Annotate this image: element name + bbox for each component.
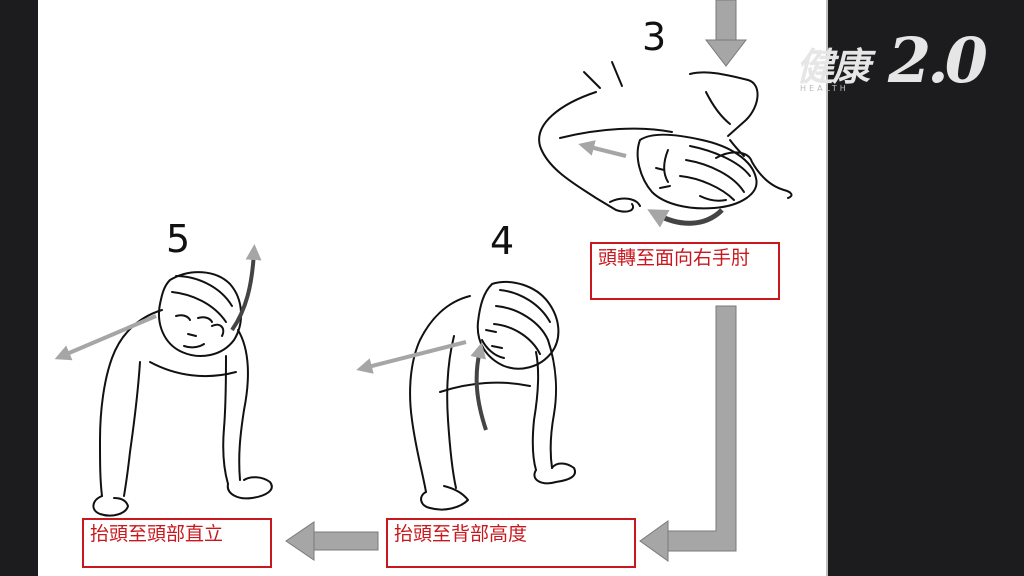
brand-logo: 健康 2.0 HEALTH	[796, 24, 1012, 108]
step-4-caption: 抬頭至背部高度	[386, 518, 636, 568]
motion-arrow-4	[356, 340, 467, 374]
rotation-arrow-4	[470, 342, 488, 431]
rotation-arrow-3	[647, 208, 724, 228]
rotation-arrow-5	[230, 244, 262, 332]
logo-chinese-text: 健康	[796, 44, 870, 89]
flow-arrow-elbow	[639, 305, 737, 562]
logo-subtitle: HEALTH	[800, 84, 849, 93]
step-3-number: 3	[642, 15, 667, 59]
step-5-caption: 抬頭至頭部直立	[82, 518, 272, 568]
logo-version-text: 2.0	[888, 24, 988, 97]
step-3-caption: 頭轉至面向右手肘	[590, 242, 780, 300]
figure-step-4	[409, 281, 576, 511]
panel-divider	[826, 0, 828, 576]
step-5-number: 5	[166, 217, 191, 261]
figure-step-3	[538, 61, 793, 213]
motion-arrow-3	[578, 140, 627, 158]
flow-arrow-left	[285, 521, 379, 561]
step-4-number: 4	[490, 219, 515, 263]
motion-arrow-5	[54, 314, 157, 361]
flow-arrow-down-top	[704, 0, 748, 67]
